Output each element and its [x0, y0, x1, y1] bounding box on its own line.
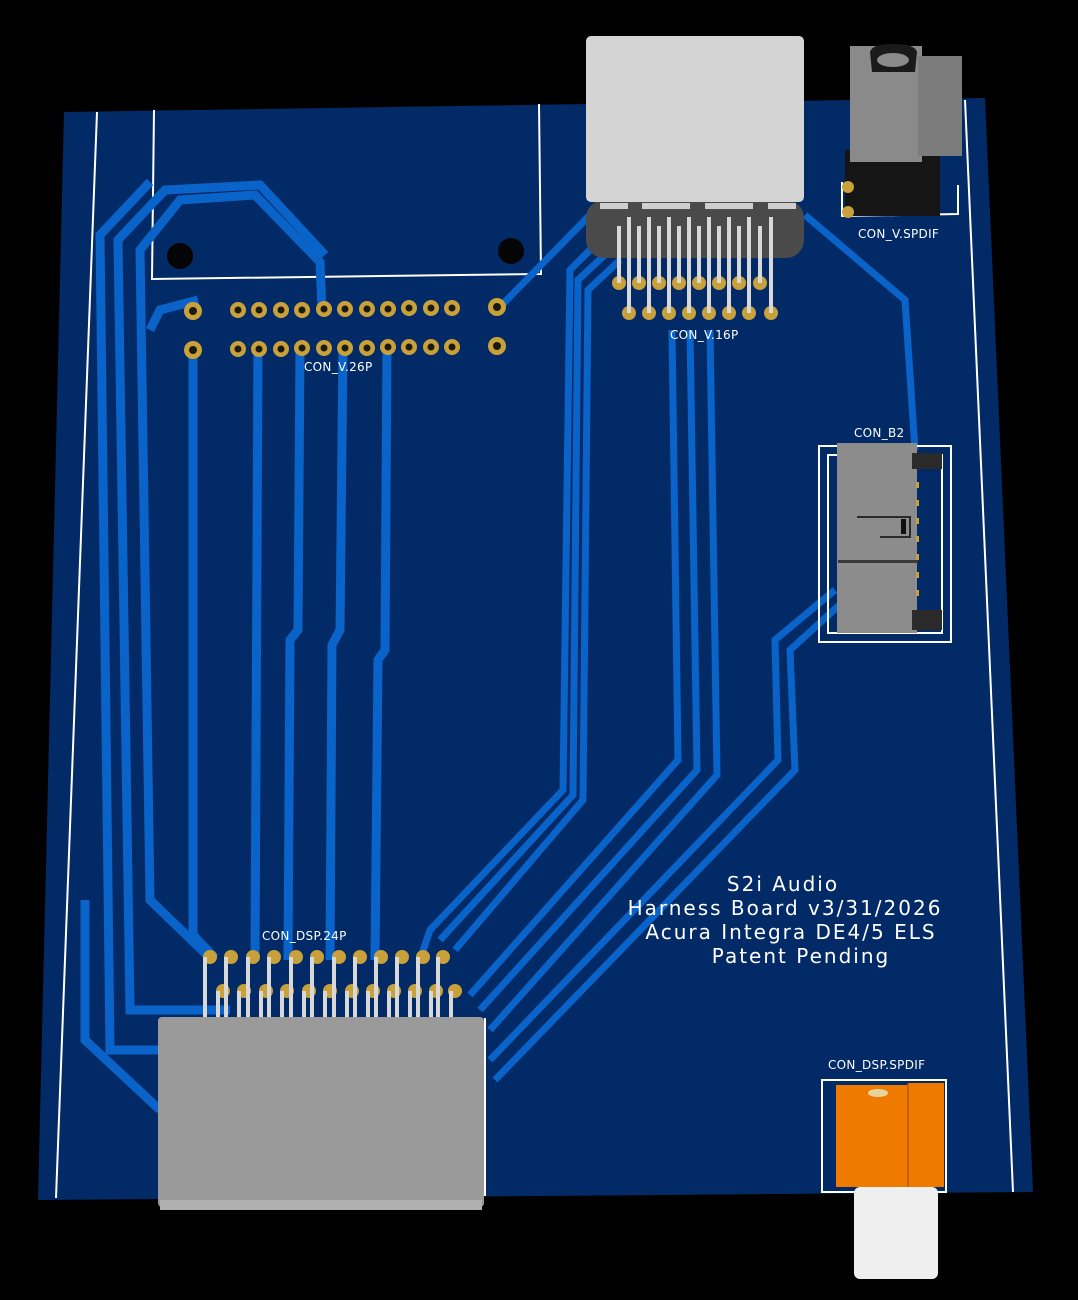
- board-outline-right: [964, 99, 1014, 1193]
- con-b2-label: CON_B2: [854, 426, 904, 440]
- con-v-16p-label: CON_V.16P: [670, 328, 738, 342]
- mounting-hole: [498, 238, 524, 264]
- con-dsp-spdif: [821, 1079, 947, 1279]
- silk-line-company: S2i Audio: [727, 872, 839, 896]
- con-v-spdif: [841, 44, 962, 218]
- con-dsp-24p: [158, 950, 486, 1210]
- con-b2: [818, 443, 952, 643]
- silk-line-board: Harness Board v3/31/2026: [628, 896, 943, 920]
- mounting-hole: [167, 243, 193, 269]
- silkscreen-text-block: S2i Audio Harness Board v3/31/2026 Acura…: [628, 872, 943, 968]
- con-v-16p: [586, 36, 804, 320]
- con-v-26p-outline: [150, 103, 543, 281]
- con-dsp-spdif-label: CON_DSP.SPDIF: [828, 1058, 925, 1072]
- traces-left: [80, 178, 392, 1114]
- traces-right: [416, 212, 919, 1083]
- con-v-26p-pads: [184, 298, 506, 359]
- con-v-26p-label: CON_V.26P: [304, 360, 372, 374]
- silk-line-patent: Patent Pending: [712, 944, 890, 968]
- con-dsp-24p-label: CON_DSP.24P: [262, 929, 347, 943]
- con-v-spdif-label: CON_V.SPDIF: [858, 227, 939, 241]
- board-outline-left: [55, 111, 98, 1199]
- silk-line-vehicle: Acura Integra DE4/5 ELS: [645, 920, 936, 944]
